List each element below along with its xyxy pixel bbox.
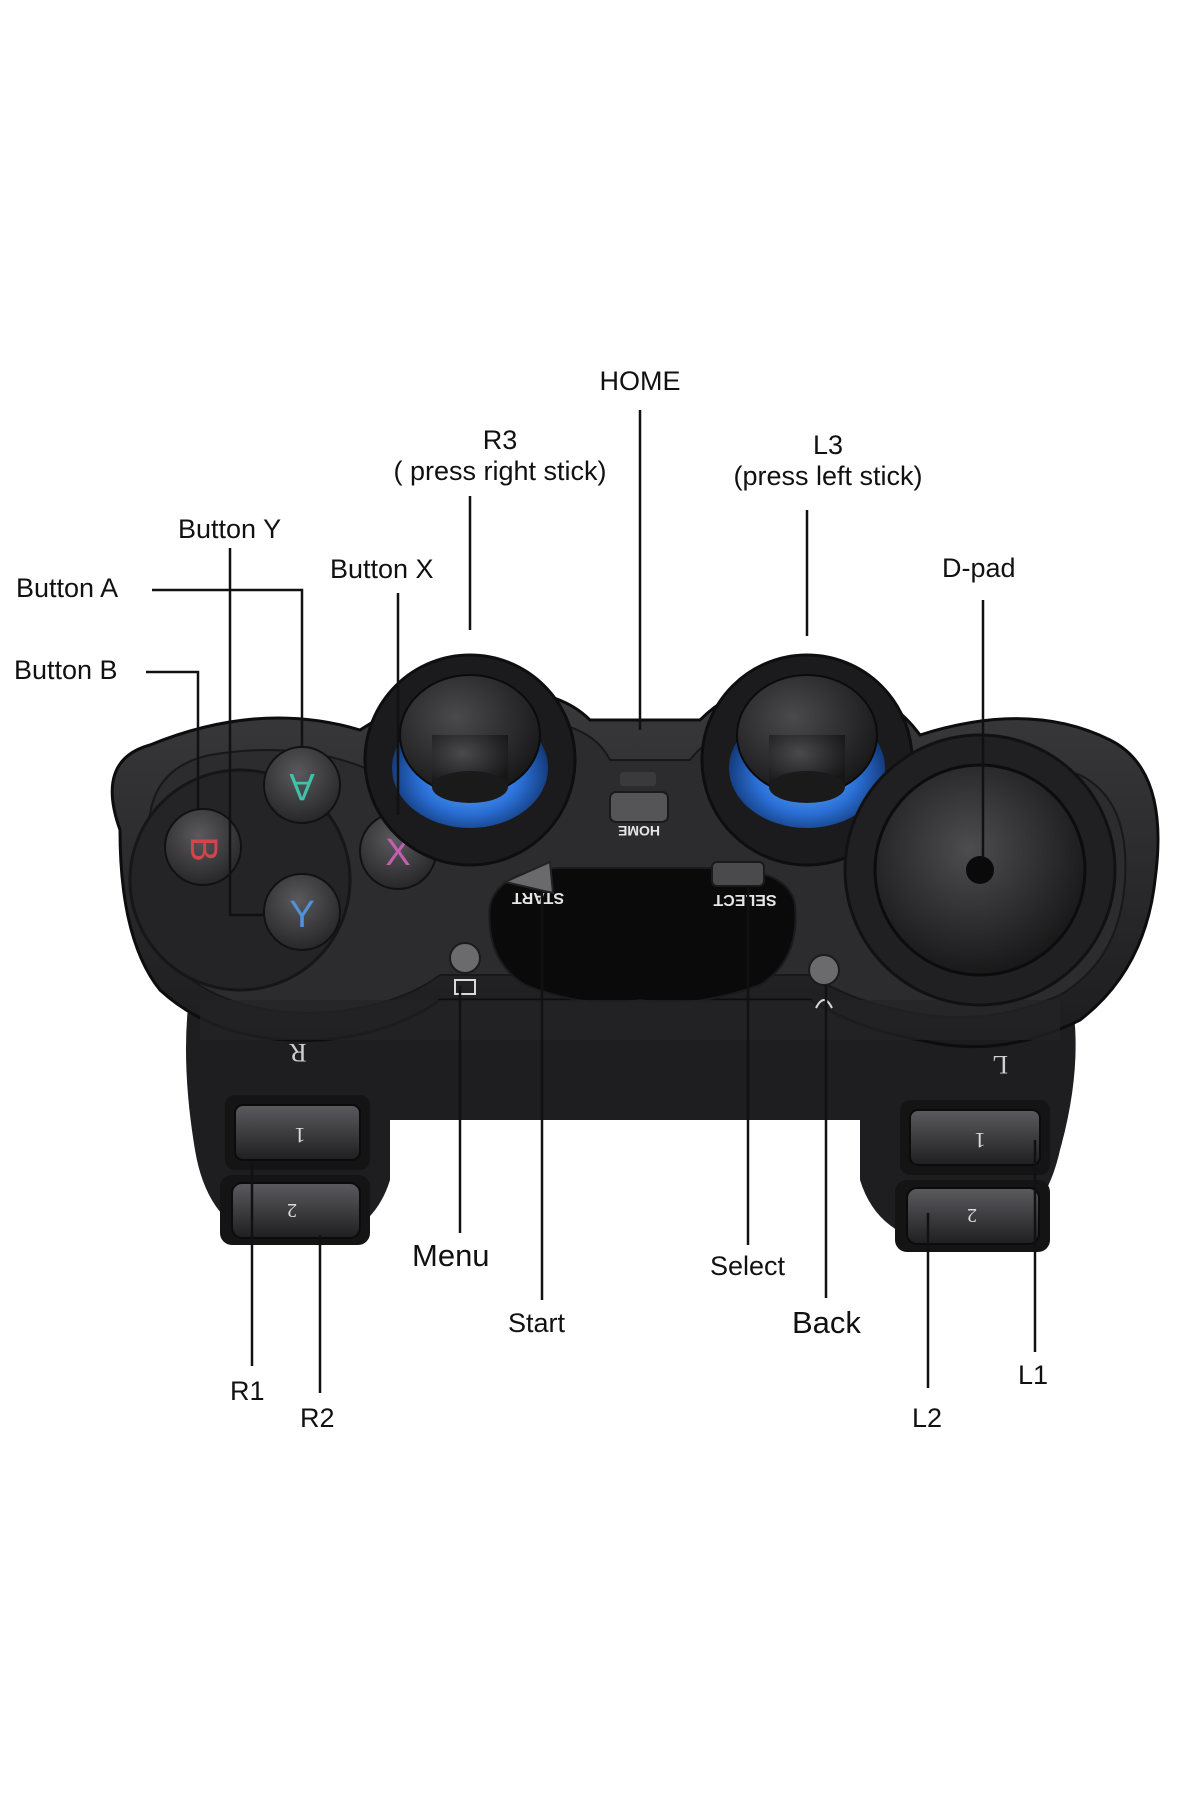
l2-label: L2	[912, 1403, 943, 1433]
start-button[interactable]: START	[501, 860, 564, 906]
back-label: Back	[792, 1305, 861, 1340]
l3-title: L3	[812, 430, 844, 460]
home-button[interactable]: HOME	[609, 772, 669, 839]
button-b-label: Button B	[14, 655, 118, 685]
l2-trigger-number: 2	[967, 1204, 977, 1226]
button-a-glyph: A	[289, 765, 315, 807]
button-x-label: Button X	[330, 554, 434, 584]
callout-lines	[146, 410, 1037, 1393]
right-side-mark: R	[289, 1038, 307, 1067]
l3-subtitle: (press left stick)	[733, 461, 923, 492]
button-y-leader	[228, 548, 264, 917]
r2-label: R2	[300, 1403, 335, 1433]
start-button-text: START	[512, 889, 564, 906]
r3-label: R3 ( press right stick)	[393, 425, 606, 487]
left-side-mark: L	[992, 1050, 1008, 1079]
button-b[interactable]: B	[164, 808, 242, 886]
start-label: Start	[508, 1308, 566, 1338]
menu-label: Menu	[412, 1238, 490, 1273]
select-label: Select	[710, 1251, 786, 1281]
button-y-label: Button Y	[178, 514, 282, 544]
button-a-leader	[152, 588, 304, 748]
button-y[interactable]: Y	[263, 873, 341, 951]
r1-label: R1	[230, 1376, 265, 1406]
l1-bumper[interactable]: 1	[900, 1100, 1050, 1175]
dpad-label: D-pad	[942, 553, 1016, 583]
button-a-label: Button A	[16, 573, 119, 603]
r2-trigger-number: 2	[287, 1199, 297, 1221]
home-button-text: HOME	[618, 823, 660, 839]
l2-trigger[interactable]: 2	[895, 1180, 1050, 1252]
r1-bumper[interactable]: 1	[225, 1095, 370, 1170]
dpad[interactable]	[843, 733, 1117, 1007]
left-analog-stick[interactable]	[700, 653, 914, 867]
home-label: HOME	[599, 366, 681, 396]
button-b-glyph: B	[182, 836, 224, 861]
button-b-leader	[146, 670, 200, 810]
r1-bumper-number: 1	[295, 1123, 306, 1148]
r3-subtitle: ( press right stick)	[393, 456, 607, 487]
button-y-glyph: Y	[289, 894, 314, 936]
select-button[interactable]: SELECT	[711, 861, 777, 908]
l1-label: L1	[1018, 1360, 1049, 1390]
r3-title: R3	[482, 425, 518, 455]
r2-trigger[interactable]: 2	[220, 1175, 370, 1245]
back-button[interactable]	[808, 954, 840, 1009]
l3-label: L3 (press left stick)	[733, 430, 922, 492]
select-button-text: SELECT	[713, 891, 776, 908]
button-a[interactable]: A	[263, 746, 341, 824]
l1-bumper-number: 1	[975, 1128, 986, 1153]
right-analog-stick[interactable]	[363, 653, 577, 867]
menu-button[interactable]	[449, 942, 481, 995]
